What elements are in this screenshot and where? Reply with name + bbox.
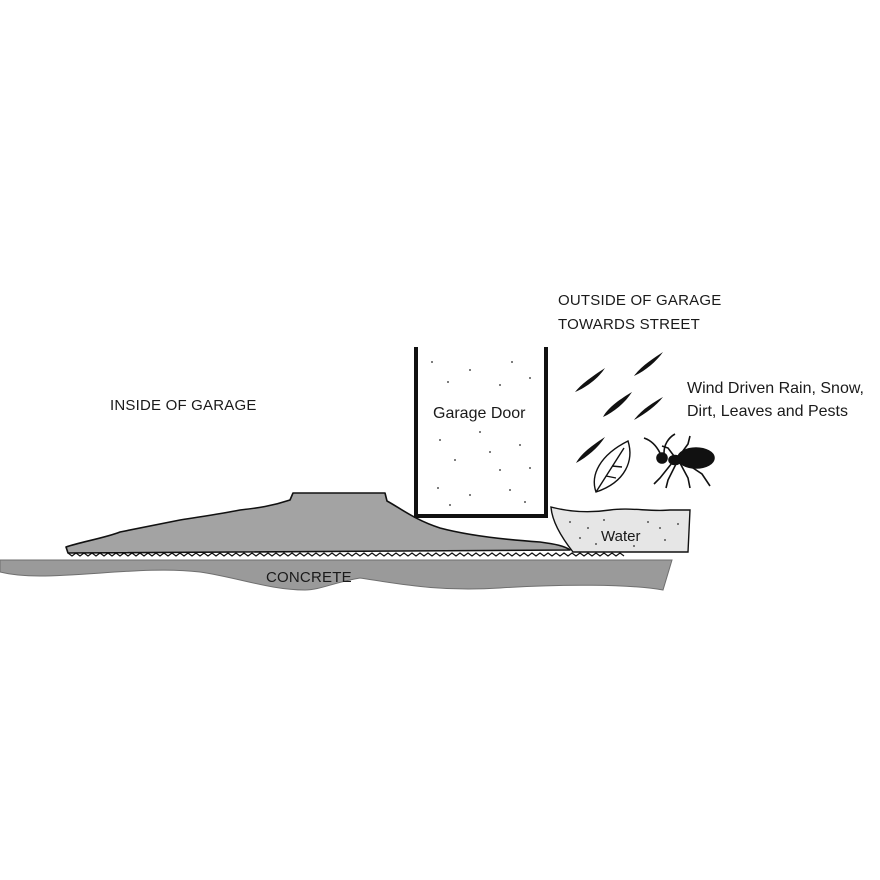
towards-street-label: TOWARDS STREET (558, 316, 700, 333)
water-puddle (550, 506, 691, 553)
water-speckles (569, 519, 679, 547)
outside-garage-label: OUTSIDE OF GARAGE (558, 292, 721, 309)
wind-driven-label-line2: Dirt, Leaves and Pests (687, 403, 848, 420)
threshold-seal (65, 492, 571, 554)
raindrop-icon (575, 352, 663, 463)
garage-door-label: Garage Door (433, 405, 526, 422)
seal-serrated-edge (67, 552, 625, 557)
ant-icon (643, 433, 715, 489)
concrete-label: CONCRETE (266, 569, 352, 586)
wind-driven-label-line1: Wind Driven Rain, Snow, (687, 380, 864, 397)
leaf-icon (593, 440, 631, 493)
garage-door-speckles (431, 361, 531, 506)
garage-door (414, 347, 548, 518)
concrete-slab (0, 559, 673, 591)
water-label: Water (601, 528, 640, 545)
inside-garage-label: INSIDE OF GARAGE (110, 397, 257, 414)
